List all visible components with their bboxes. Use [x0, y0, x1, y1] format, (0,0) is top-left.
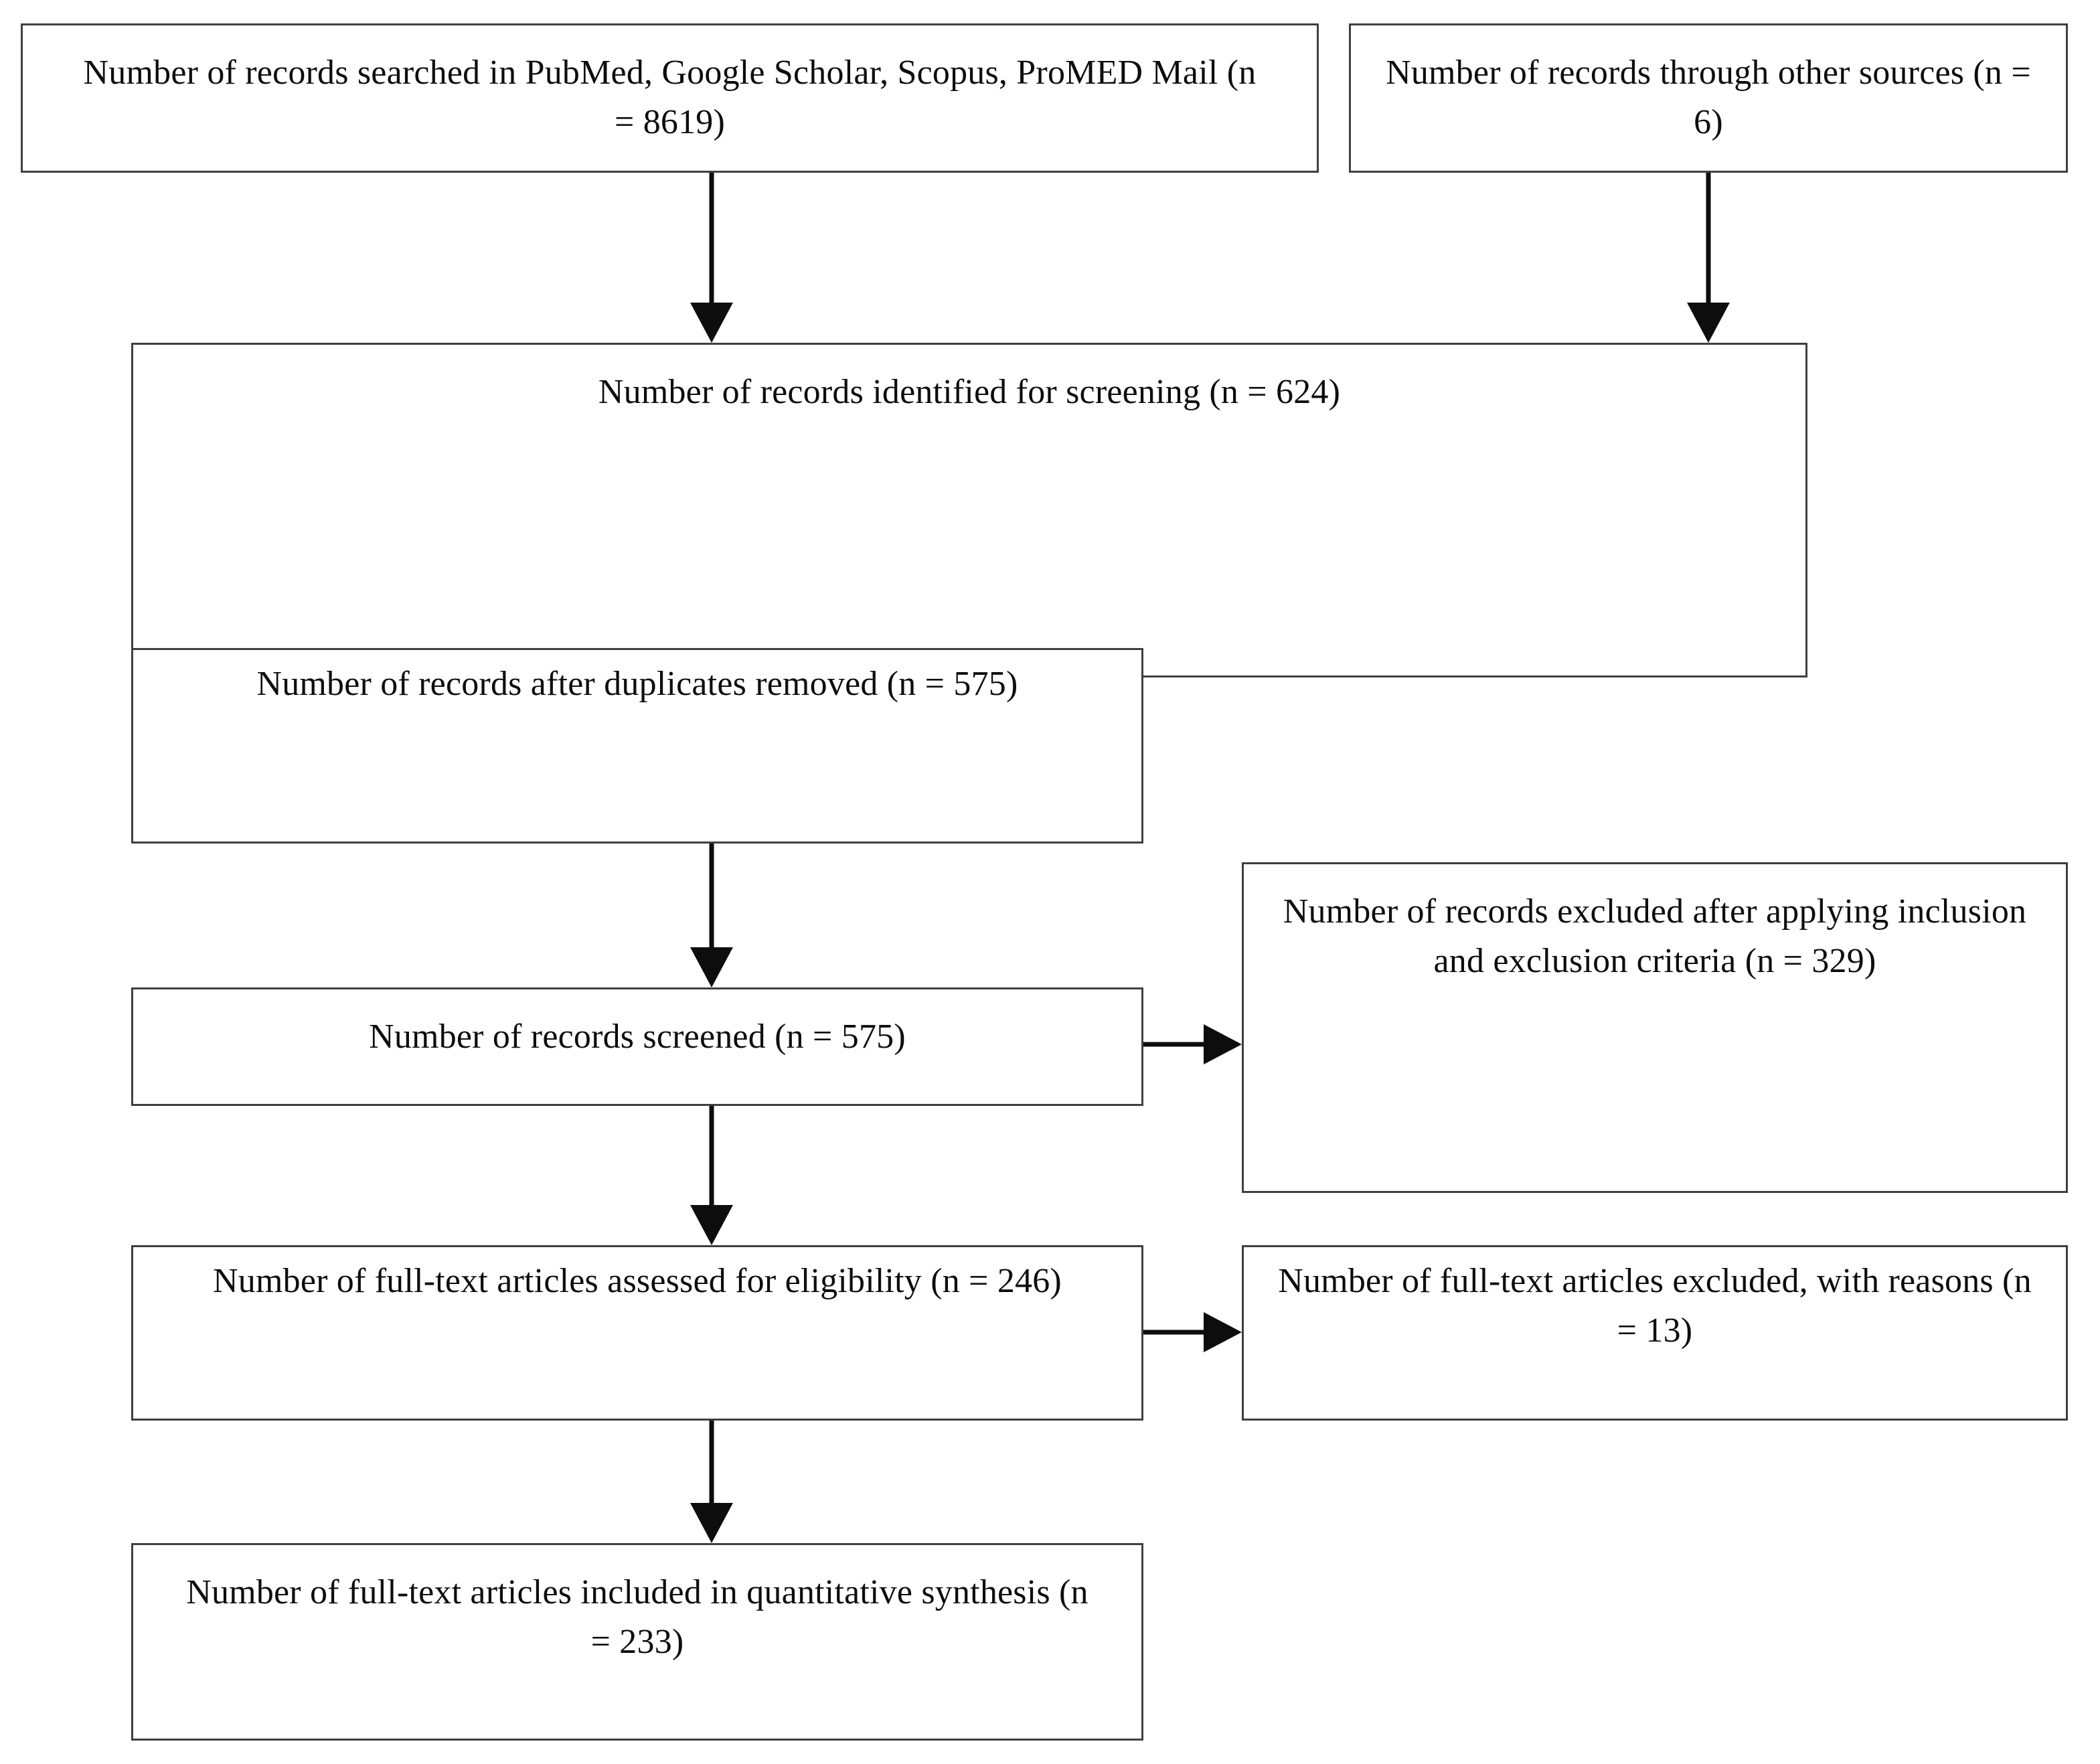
arrow-duplicates-to-screened [690, 844, 733, 987]
node-records-after-duplicates-label: Number of records after duplicates remov… [256, 665, 1018, 703]
node-records-screened: Number of records screened (n = 575) [131, 987, 1143, 1106]
arrow-eligibility-to-fulltext-excluded [1143, 1312, 1242, 1352]
node-fulltext-assessed: Number of full-text articles assessed fo… [131, 1245, 1143, 1421]
arrow-searched-to-identified [690, 173, 733, 343]
node-records-searched: Number of records searched in PubMed, Go… [21, 23, 1319, 173]
node-records-identified-label: Number of records identified for screeni… [598, 373, 1341, 411]
node-fulltext-excluded: Number of full-text articles excluded, w… [1242, 1245, 2068, 1421]
node-records-other-sources: Number of records through other sources … [1349, 23, 2068, 173]
node-fulltext-assessed-label: Number of full-text articles assessed fo… [213, 1262, 1062, 1300]
node-fulltext-excluded-label: Number of full-text articles excluded, w… [1278, 1262, 2032, 1350]
arrow-screened-to-excluded-criteria [1143, 1024, 1242, 1064]
node-fulltext-included-label: Number of full-text articles included in… [186, 1573, 1088, 1661]
arrow-screened-to-eligibility [690, 1106, 733, 1245]
node-records-identified: Number of records identified for screeni… [131, 343, 1807, 677]
node-records-other-sources-label: Number of records through other sources … [1386, 54, 2031, 141]
node-records-excluded-criteria-label: Number of records excluded after applyin… [1283, 892, 2027, 980]
node-records-searched-label: Number of records searched in PubMed, Go… [83, 54, 1257, 141]
arrow-other-sources-to-identified [1687, 173, 1730, 343]
arrow-eligibility-to-included [690, 1421, 733, 1543]
node-records-after-duplicates: Number of records after duplicates remov… [131, 648, 1143, 844]
node-fulltext-included: Number of full-text articles included in… [131, 1543, 1143, 1741]
node-records-screened-label: Number of records screened (n = 575) [369, 1018, 906, 1056]
node-records-excluded-criteria: Number of records excluded after applyin… [1242, 862, 2068, 1193]
